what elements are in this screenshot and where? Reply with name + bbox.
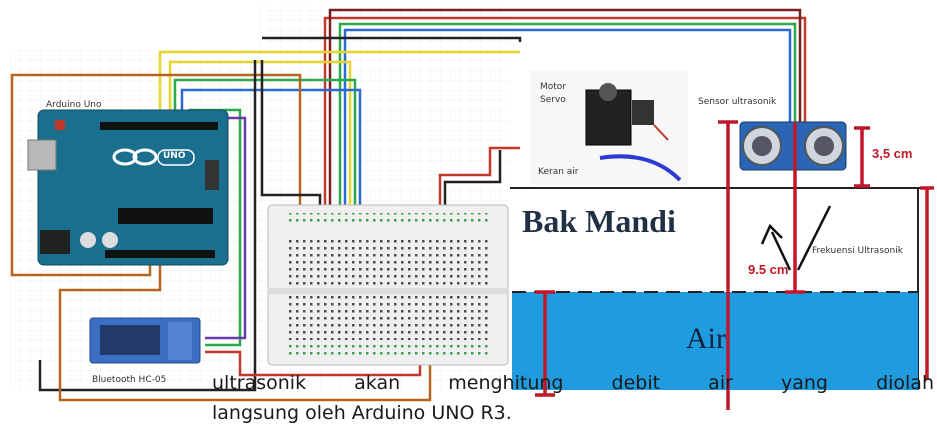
uno-logo-text: UNO bbox=[163, 151, 186, 161]
wire-red-top bbox=[323, 16, 807, 205]
water-label: Air bbox=[686, 322, 726, 355]
wire-blue-top bbox=[343, 28, 792, 205]
wire-black-mid bbox=[260, 60, 322, 205]
motor-label-line2: Servo bbox=[540, 95, 566, 105]
wires bbox=[10, 8, 807, 402]
caption-line1: ultrasonik akan menghitung debit air yan… bbox=[212, 372, 934, 394]
wire-yellow-2 bbox=[168, 60, 352, 205]
wire-green-top bbox=[338, 22, 797, 205]
ultrasonic-sensor bbox=[739, 121, 847, 171]
caption-line2: langsung oleh Arduino UNO R3. bbox=[212, 402, 512, 424]
arduino-label: Arduino Uno bbox=[46, 100, 102, 110]
servo-panel bbox=[530, 70, 688, 185]
frequency-label: Frekuensi Ultrasonik bbox=[812, 246, 903, 256]
frequency-arrows bbox=[760, 205, 832, 271]
bluetooth-module bbox=[89, 317, 201, 364]
wire-orange-top bbox=[110, 73, 302, 205]
wire-green-left bbox=[173, 78, 357, 205]
motor-label-line1: Motor bbox=[540, 82, 567, 92]
breadboard bbox=[267, 204, 509, 366]
sensor-label: Sensor ultrasonik bbox=[698, 97, 777, 107]
wire-orange-left bbox=[10, 73, 152, 277]
wire-red-servo bbox=[438, 146, 520, 205]
wire-black-left bbox=[38, 60, 257, 392]
tank-title: Bak Mandi bbox=[522, 203, 676, 239]
arduino-board bbox=[27, 109, 229, 266]
dimension-lines bbox=[535, 120, 934, 410]
wire-yellow bbox=[158, 50, 520, 120]
wire-darkred-top bbox=[328, 8, 802, 205]
wire-black-servo bbox=[443, 150, 502, 205]
wire-black-top bbox=[262, 36, 522, 42]
bluetooth-label: Bluetooth HC-05 bbox=[92, 375, 167, 385]
wire-blue-left bbox=[180, 88, 362, 205]
water-tank bbox=[510, 185, 937, 440]
keran-label: Keran air bbox=[538, 167, 579, 177]
dimension-top-label: 3,5 cm bbox=[872, 146, 913, 161]
grid-panel-top bbox=[260, 5, 510, 50]
wire-orange-bottom bbox=[58, 260, 432, 402]
dimension-mid-label: 9.5 cm bbox=[748, 262, 789, 277]
water-body bbox=[512, 292, 918, 390]
wire-red-bt bbox=[205, 350, 422, 377]
